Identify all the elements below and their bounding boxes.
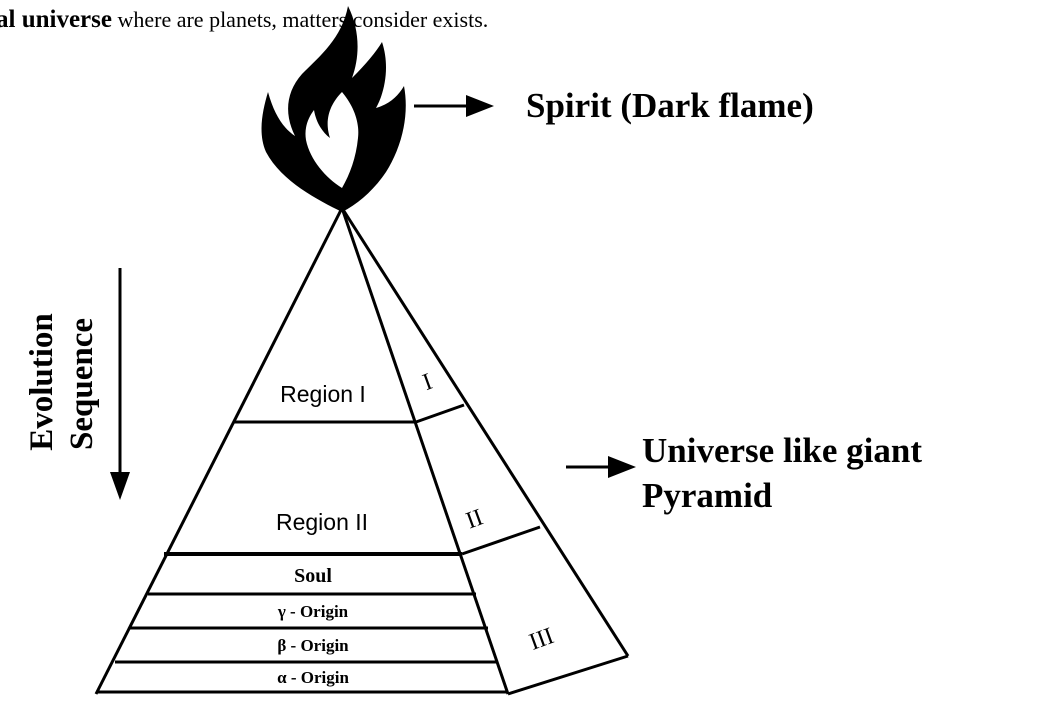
region-1-label: Region I [280,381,366,407]
region-2-label: Region II [276,509,368,535]
flame-icon [261,6,406,212]
universe-label-line1: Universe like giant [642,431,922,470]
universe-label-line2: Pyramid [642,476,773,515]
side-region-1-label: I [419,369,435,396]
beta-origin-label: β - Origin [277,636,349,655]
pyramid-outline [94,207,630,696]
evolution-label-line2: Sequence [64,318,100,450]
side-region-2-label: II [463,504,487,534]
spirit-arrow [414,95,494,117]
spirit-label: Spirit (Dark flame) [526,86,814,125]
side-region-3-label: III [526,623,557,656]
alpha-origin-label: α - Origin [277,668,349,687]
caption-text: al universe where are planets, matters c… [0,6,488,33]
soul-label: Soul [294,565,332,587]
evolution-arrow [110,268,130,500]
evolution-label-line1: Evolution [24,313,60,451]
universe-arrow [566,456,636,478]
gamma-origin-label: γ - Origin [277,602,349,621]
